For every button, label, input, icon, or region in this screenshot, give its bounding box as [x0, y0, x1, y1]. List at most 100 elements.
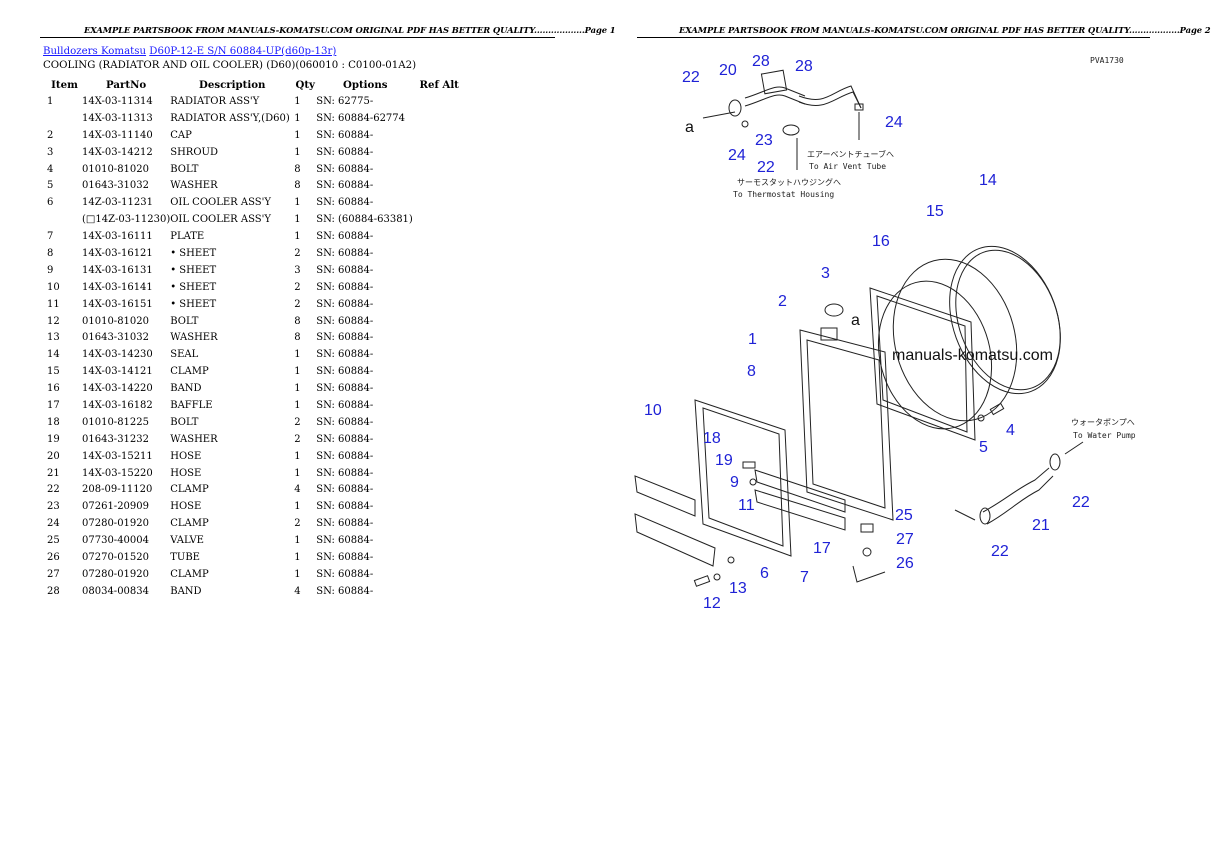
arrow-label-a: a: [851, 312, 860, 329]
cell-item-number: 26: [47, 551, 60, 563]
cell-quantity: 1: [294, 535, 301, 547]
callout-21: 21: [1032, 517, 1050, 534]
cell-options: SN: 60884-: [316, 585, 374, 597]
cell-ref-alt: [414, 194, 464, 211]
cell-options: SN: 60884-: [316, 383, 374, 395]
radiator-neck-shape: [820, 327, 838, 341]
cell-quantity: 1: [294, 231, 301, 243]
cell-item-number: 5: [47, 180, 54, 192]
callout-1: 1: [748, 331, 757, 348]
cell-description: VALVE: [170, 535, 204, 547]
cell-ref-alt: [414, 583, 464, 600]
callout-24: 24: [728, 147, 746, 164]
cell-item-number: 18: [47, 416, 60, 428]
cell-options: SN: 60884-: [316, 247, 374, 259]
exploded-parts-diagram: PVA1730 エアーベントチューブへ To Air Vent Tube サーモ…: [634, 53, 1136, 612]
clamp-shape: [728, 99, 742, 117]
cell-ref-alt: [414, 532, 464, 549]
breadcrumb-link-bulldozers[interactable]: Bulldozers Komatsu: [43, 46, 147, 57]
callout-2: 2: [778, 293, 787, 310]
clamp-shape: [979, 507, 991, 525]
cell-part-number: 14X-03-16131: [82, 264, 153, 276]
cell-item-number: 9: [47, 264, 54, 276]
callout-26: 26: [896, 555, 914, 572]
cell-item-number: 27: [47, 568, 60, 580]
cell-part-number: 07280-01920: [82, 518, 150, 530]
cell-ref-alt: [414, 228, 464, 245]
cell-description: • SHEET: [170, 298, 217, 310]
cell-quantity: 8: [294, 180, 301, 192]
washer-shape: [727, 556, 735, 564]
cell-description: HOSE: [170, 450, 202, 462]
cell-description: CLAMP: [170, 484, 209, 496]
cell-quantity: 2: [294, 518, 301, 530]
callout-12: 12: [703, 595, 721, 612]
cell-description: CAP: [170, 129, 192, 141]
cell-item-number: 7: [47, 231, 54, 243]
cell-part-number: 14X-03-16141: [82, 281, 153, 293]
section-title: COOLING (RADIATOR AND OIL COOLER) (D60)(…: [43, 60, 417, 71]
column-header-partno: PartNo: [106, 79, 147, 91]
cell-ref-alt: [414, 549, 464, 566]
page-header: EXAMPLE PARTSBOOK FROM MANUALS-KOMATSU.C…: [679, 25, 1211, 35]
cell-description: • SHEET: [170, 247, 217, 259]
cell-ref-alt: [414, 296, 464, 313]
cell-part-number: 14X-03-11140: [82, 129, 153, 141]
cell-part-number: 14X-03-11313: [82, 112, 153, 124]
cell-part-number: 14X-03-14230: [82, 349, 153, 361]
note-air-vent-en: To Air Vent Tube: [809, 162, 886, 171]
cell-item-number: 10: [47, 281, 60, 293]
cell-item-number: [43, 211, 82, 228]
cell-quantity: 1: [294, 501, 301, 513]
cell-item-number: 14: [47, 349, 60, 361]
cell-part-number: 14X-03-16182: [82, 399, 153, 411]
shroud-shape: [876, 295, 968, 433]
callout-28: 28: [795, 58, 813, 75]
cell-item-number: 25: [47, 535, 60, 547]
cell-ref-alt: [414, 161, 464, 178]
vent-tube-shape: [798, 85, 862, 109]
cell-item-number: 20: [47, 450, 60, 462]
cell-quantity: 1: [294, 551, 301, 563]
leader-line: [702, 111, 736, 119]
parts-page-1: EXAMPLE PARTSBOOK FROM MANUALS-KOMATSU.C…: [0, 0, 616, 842]
cell-quantity: 8: [294, 315, 301, 327]
cell-description: CLAMP: [170, 366, 209, 378]
lower-hose-shape: [982, 467, 1050, 513]
header-rule: [637, 37, 1150, 38]
bolt-shape: [693, 575, 711, 587]
callout-18: 18: [703, 430, 721, 447]
clamp-shape: [862, 547, 872, 557]
cell-quantity: 1: [294, 214, 301, 226]
cell-item-number: 8: [47, 247, 54, 259]
cell-part-number: 01643-31232: [82, 433, 150, 445]
cell-options: SN: 60884-: [316, 146, 374, 158]
radiator-shape: [799, 329, 894, 521]
note-air-vent-jp: エアーベントチューブへ: [807, 149, 894, 159]
callout-9: 9: [730, 474, 739, 491]
cell-options: SN: 60884-: [316, 298, 374, 310]
cell-description: CLAMP: [170, 518, 209, 530]
baffle-plate-shape: [634, 475, 696, 517]
cell-ref-alt: [414, 177, 464, 194]
cell-part-number: 208-09-11120: [82, 484, 153, 496]
cell-options: SN: 60884-: [316, 501, 374, 513]
breadcrumb: Bulldozers Komatsu D60P-12-E S/N 60884-U…: [43, 46, 336, 57]
cell-options: SN: 60884-: [316, 535, 374, 547]
callout-17: 17: [813, 540, 831, 557]
breadcrumb-link-model[interactable]: D60P-12-E S/N 60884-UP(d60p-13r): [149, 46, 337, 57]
cell-item-number: 15: [47, 366, 60, 378]
arrow-label-a: a: [685, 119, 694, 136]
cell-quantity: 1: [294, 146, 301, 158]
seal-ring-shape: [949, 245, 1061, 395]
cell-options: SN: 60884-: [316, 315, 374, 327]
cell-ref-alt: [414, 110, 464, 127]
cell-ref-alt: [414, 380, 464, 397]
cell-description: BOLT: [170, 315, 199, 327]
